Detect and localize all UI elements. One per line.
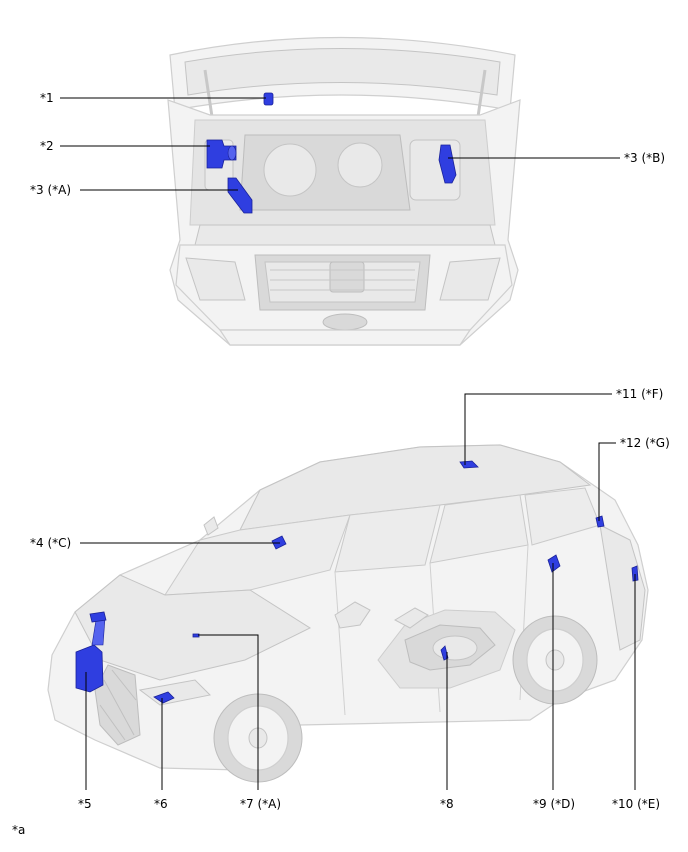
label-1: *1 — [40, 91, 54, 105]
part-10-highlight — [631, 565, 639, 582]
vehicle-leader-lines — [80, 393, 636, 790]
label-8: *8 — [440, 797, 454, 811]
part-5-highlight — [75, 644, 104, 693]
label-11: *11 (*F) — [616, 387, 663, 401]
label-2: *2 — [40, 139, 54, 153]
label-12: *12 (*G) — [620, 436, 670, 450]
label-7: *7 (*A) — [240, 797, 281, 811]
part-3b-highlight — [438, 144, 457, 184]
label-4: *4 (*C) — [30, 536, 71, 550]
part-9-highlight — [547, 554, 561, 573]
label-6: *6 — [154, 797, 168, 811]
part-6-highlight — [153, 691, 175, 704]
part-12-highlight — [595, 515, 605, 528]
part-8-highlight — [440, 645, 449, 661]
top-leader-lines — [60, 97, 620, 191]
figure-code: *a — [12, 823, 25, 837]
label-10: *10 (*E) — [612, 797, 660, 811]
part-1-highlight — [263, 92, 274, 106]
label-5: *5 — [78, 797, 92, 811]
vehicle-view — [47, 444, 649, 783]
part-3a-highlight — [227, 177, 253, 214]
engine-compartment-view — [167, 36, 521, 346]
part-2-highlight — [206, 139, 237, 169]
label-3a: *3 (*A) — [30, 183, 71, 197]
callout-labels: *1 *2 *3 (*A) *3 (*B) *11 (*F) *12 (*G) … — [12, 91, 670, 837]
label-9: *9 (*D) — [533, 797, 575, 811]
label-3b: *3 (*B) — [624, 151, 665, 165]
